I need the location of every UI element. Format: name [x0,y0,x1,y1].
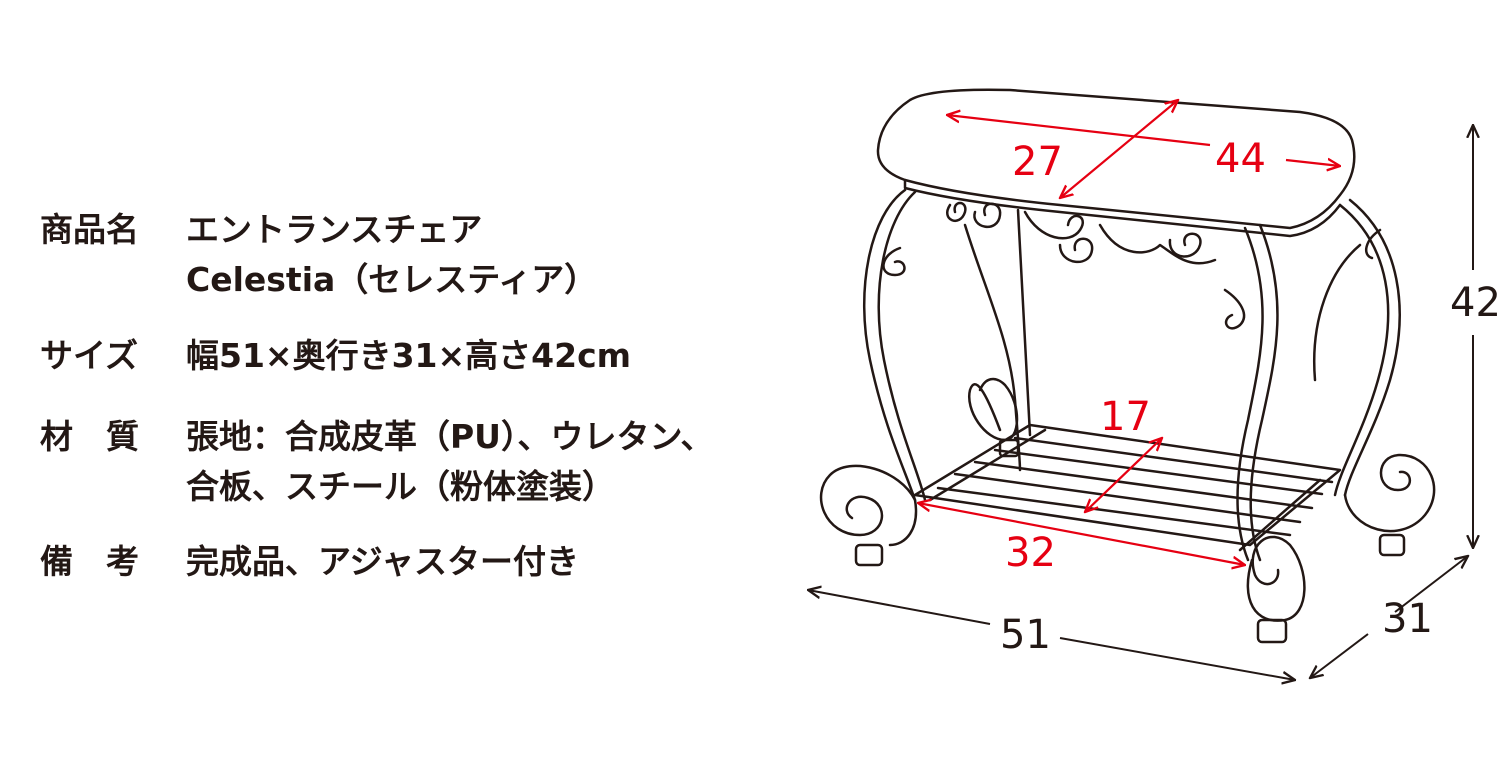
spec-value: 幅51×奥行き31×高さ42cm [186,333,631,383]
spec-value: 完成品、アジャスター付き [186,539,579,589]
apron-scroll [882,246,906,277]
adjuster-foot [1378,533,1406,557]
apron-scroll [1223,288,1246,330]
spec-value-line: 幅51×奥行き31×高さ42cm [186,336,632,375]
shelf-slat [1013,436,1334,484]
apron-scroll [1168,232,1202,258]
spec-value: 張地：合成皮革（PU）、ウレタン、 合板、スチール（粉体塗装） [186,414,714,514]
apron-scroll [1058,237,1094,264]
seat-width-arrow [1285,160,1340,166]
depth-label: 31 [1382,596,1433,642]
seat-base [903,178,1342,238]
leg-back-right [1313,243,1362,382]
width-arrow [1059,637,1295,680]
apron-scroll [973,202,1002,229]
spec-label: 材 質 [40,417,139,456]
chair-diagram: 27 44 17 32 42 51 31 [780,88,1500,700]
scroll-foot [819,464,917,537]
apron-scroll [1023,210,1084,240]
scroll-foot [1246,535,1306,622]
spec-label: 備 考 [40,542,139,581]
shelf-width-label: 32 [1005,530,1056,576]
seat-depth-label: 27 [1012,139,1063,185]
leg-back-right [1333,203,1390,497]
leg-front-left [863,188,918,547]
shelf-slat [1238,478,1322,552]
depth-arrow [1394,556,1468,613]
adjuster-foot [854,543,884,567]
spec-value-line: 張地：合成皮革（PU）、ウレタン、 [186,417,714,456]
apron-scroll [1098,223,1217,265]
width-arrow [808,590,991,625]
lower-shelf [913,423,1342,547]
width-label: 51 [1000,612,1051,658]
chair-drawing [819,88,1436,644]
spec-label: サイズ [40,336,139,375]
leg-back-left [963,223,1022,472]
shelf-depth-label: 17 [1100,394,1151,440]
spec-value-line: 完成品、アジャスター付き [186,542,580,581]
adjuster-foot [998,438,1020,458]
spec-value-line: 合板、スチール（粉体塗装） [186,467,615,506]
scroll-foot [967,377,1019,442]
leg-back-right [1343,198,1401,497]
spec-table: 商品名 エントランスチェア Celestia（セレスティア） サイズ 幅51×奥… [40,207,714,589]
spec-label: 商品名 [40,210,139,249]
depth-arrow [1310,633,1369,678]
inner-dimensions [918,100,1340,565]
adjuster-foot [1256,618,1288,644]
scroll-foot [1343,453,1436,533]
shelf-width-arrow [918,503,1245,565]
leg-back-left [1016,208,1032,437]
leg-front-right [1249,223,1279,562]
seat-depth-arrow [1060,100,1178,198]
apron-scroll [1364,228,1382,260]
spec-value-line: エントランスチェア [186,210,483,249]
height-label: 42 [1450,280,1500,326]
spec-value: エントランスチェア Celestia（セレスティア） [186,207,597,307]
apron-scroll [946,201,967,223]
leg-front-left [877,190,927,502]
seat-width-label: 44 [1215,136,1266,182]
outer-dimensions [808,125,1473,680]
seat-width-arrow [947,115,1211,147]
spec-value-line: Celestia（セレスティア） [186,260,598,299]
